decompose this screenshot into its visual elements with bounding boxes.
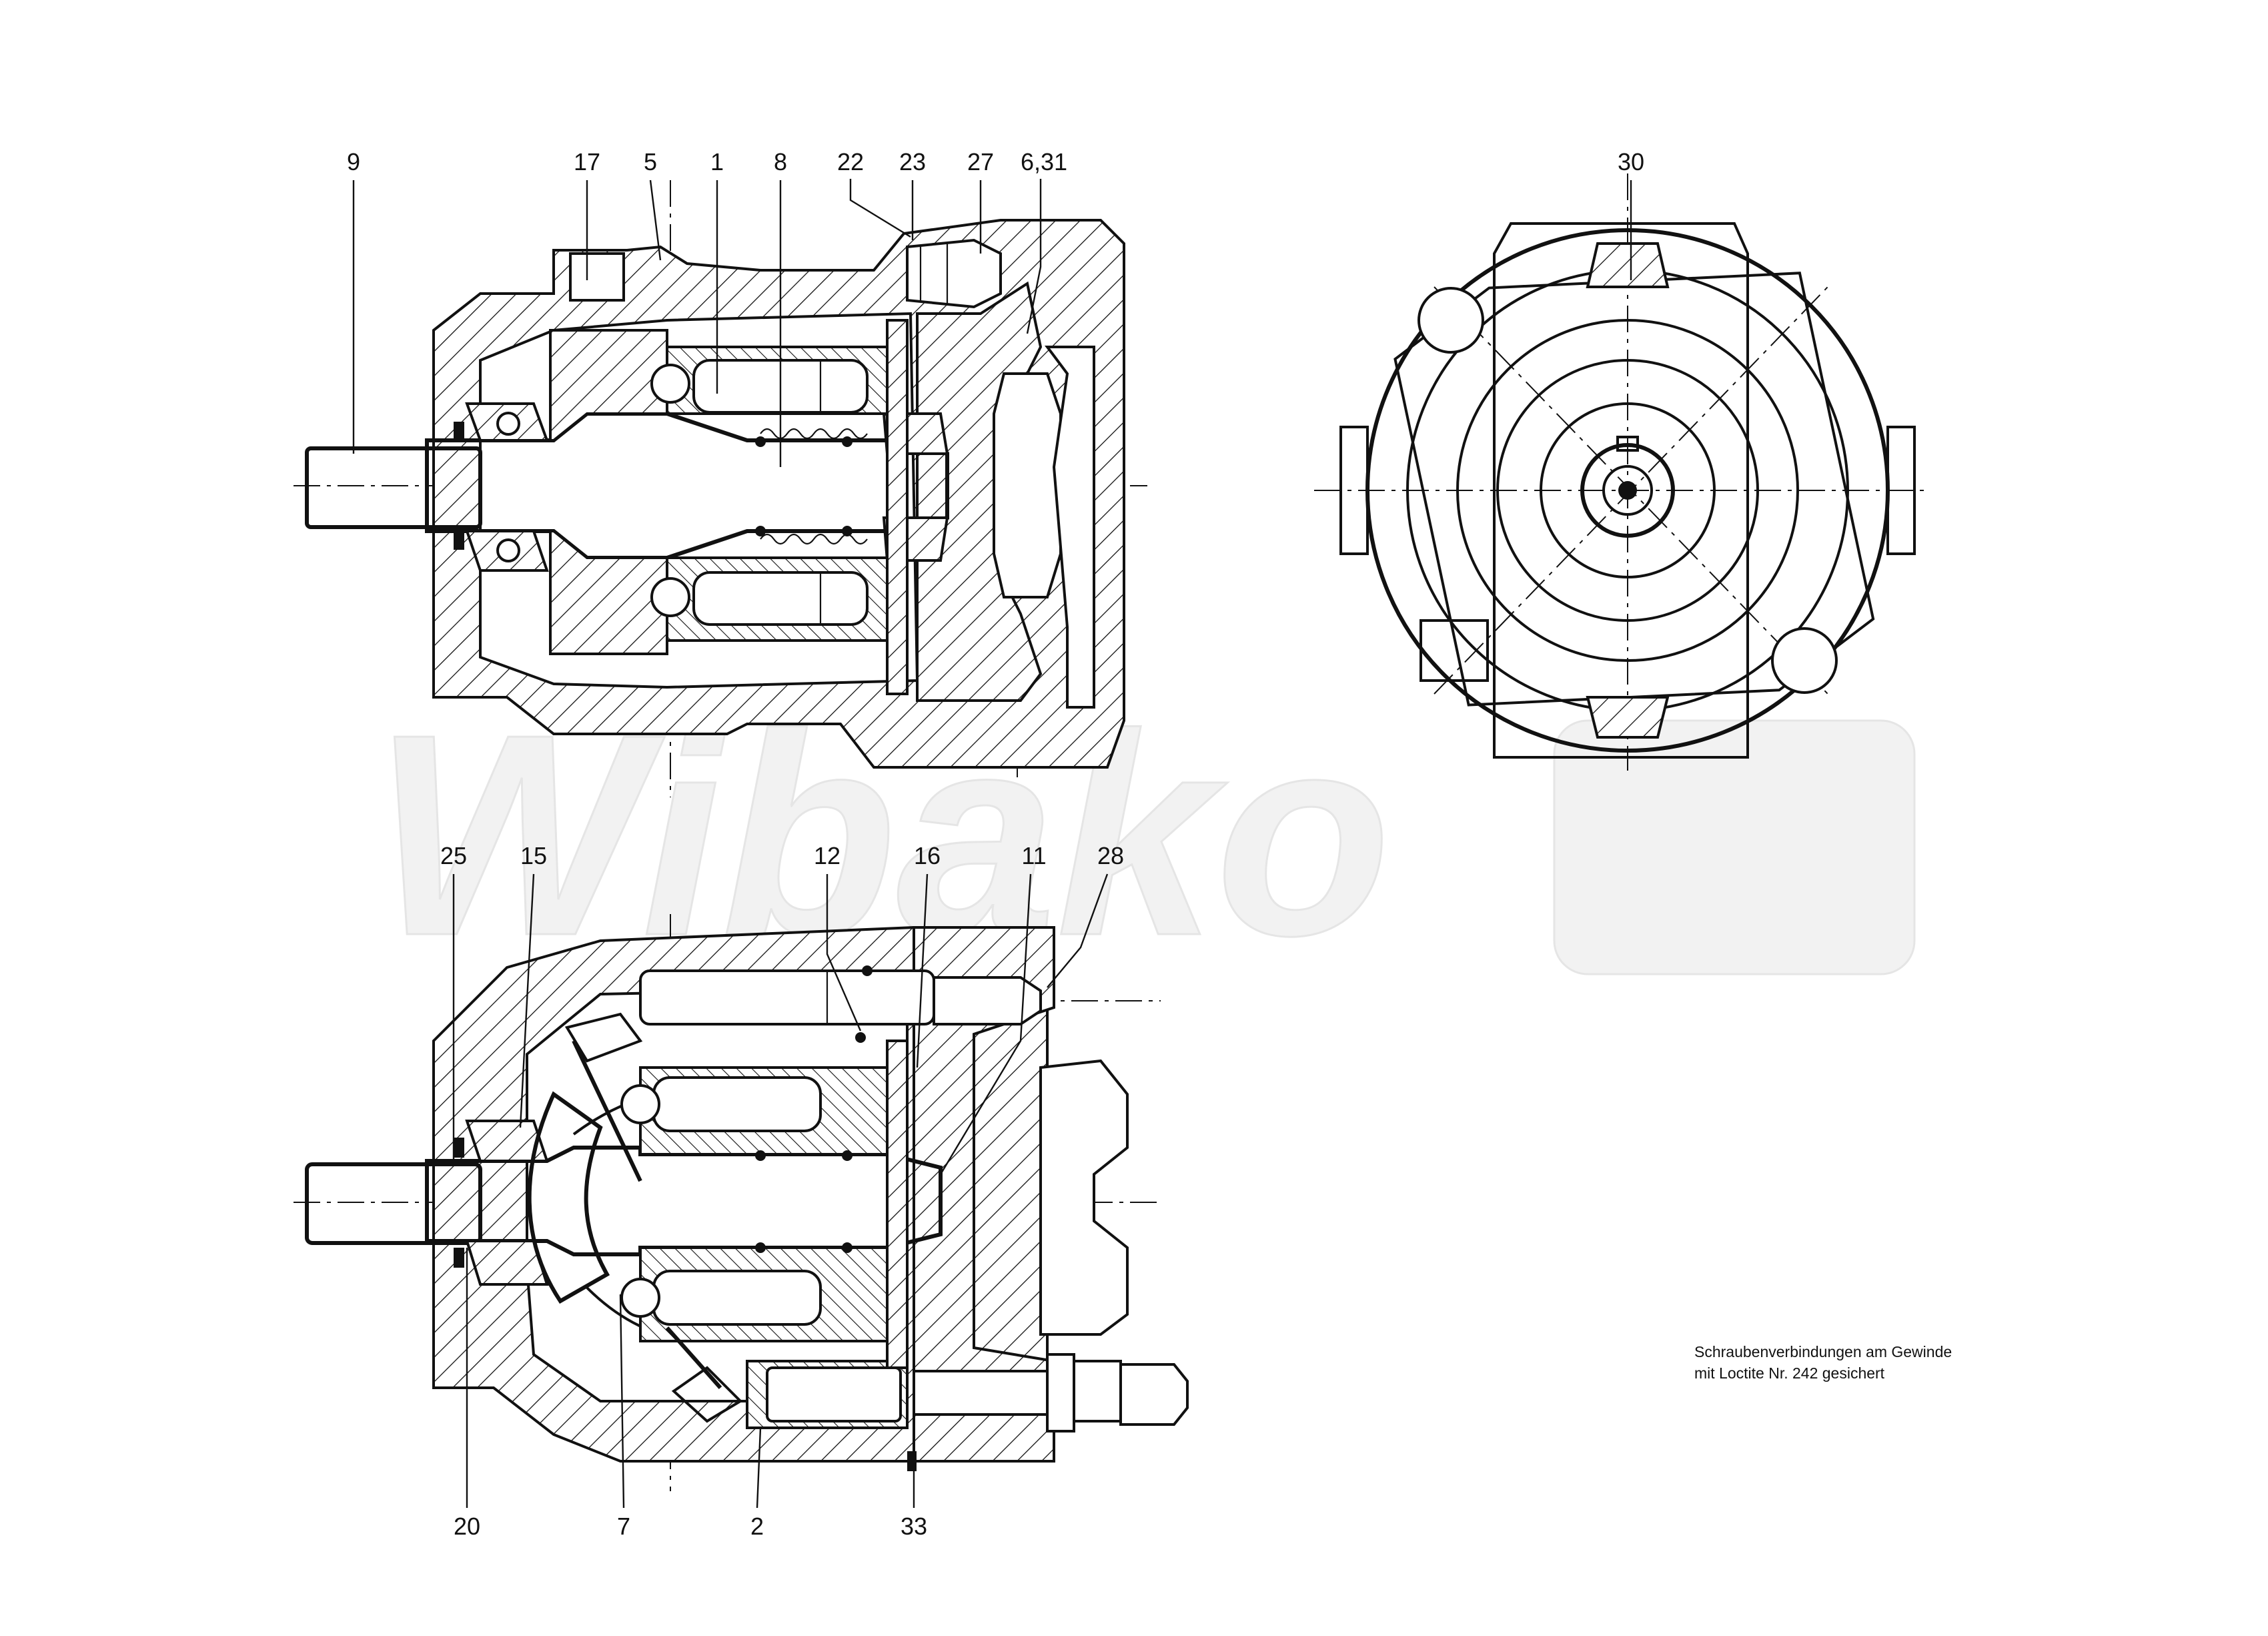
mount-hole-lower [1771, 627, 1838, 694]
plug-27 [906, 238, 1002, 309]
callout-12: 12 [814, 842, 840, 869]
control-piston-12 [639, 969, 935, 1026]
callout-15: 15 [520, 842, 547, 869]
adjuster-piston-2 [766, 1366, 902, 1422]
adjuster-nut [1119, 1363, 1189, 1426]
drive-shaft-end [305, 446, 482, 529]
callout-labels: 9 17 5 1 8 22 23 27 6,31 30 25 15 12 16 … [347, 148, 1644, 1540]
note-line-1: Schraubenverbindungen am Gewinde [1694, 1343, 1952, 1360]
assembly-note: Schraubenverbindungen am Gewinde mit Loc… [1694, 1343, 1952, 1382]
swashplate [527, 1091, 610, 1304]
piston-upper-bottom [652, 1076, 822, 1132]
callout-2: 2 [750, 1513, 764, 1540]
bottom-section-view [294, 914, 1189, 1491]
callout-9: 9 [347, 148, 360, 175]
end-view [1314, 173, 1928, 771]
drive-shaft-bottom [425, 1146, 943, 1256]
callout-30: 30 [1618, 148, 1644, 175]
callout-20: 20 [454, 1513, 480, 1540]
note-line-2: mit Loctite Nr. 242 gesichert [1694, 1364, 1885, 1382]
callout-7: 7 [617, 1513, 630, 1540]
housing-outline-end [1365, 228, 1890, 753]
callout-23: 23 [899, 148, 926, 175]
callout-6-31: 6,31 [1021, 148, 1067, 175]
cylinder-block-top [549, 329, 668, 442]
mount-hole-upper [1418, 287, 1484, 354]
callout-17: 17 [574, 148, 600, 175]
callout-leaders [352, 179, 1632, 1509]
callout-25: 25 [440, 842, 467, 869]
callout-27: 27 [967, 148, 994, 175]
adjuster-screw [913, 1370, 1069, 1416]
drive-shaft-end-bottom [305, 1162, 482, 1245]
callout-22: 22 [837, 148, 864, 175]
callout-5: 5 [644, 148, 657, 175]
callout-8: 8 [774, 148, 787, 175]
callout-33: 33 [901, 1513, 927, 1540]
callout-16: 16 [914, 842, 941, 869]
piston-lower-bottom [652, 1270, 822, 1326]
piston-lower [692, 571, 869, 626]
callout-11: 11 [1021, 842, 1046, 869]
top-section-view [294, 180, 1147, 797]
callout-1: 1 [710, 148, 724, 175]
callout-28: 28 [1097, 842, 1124, 869]
